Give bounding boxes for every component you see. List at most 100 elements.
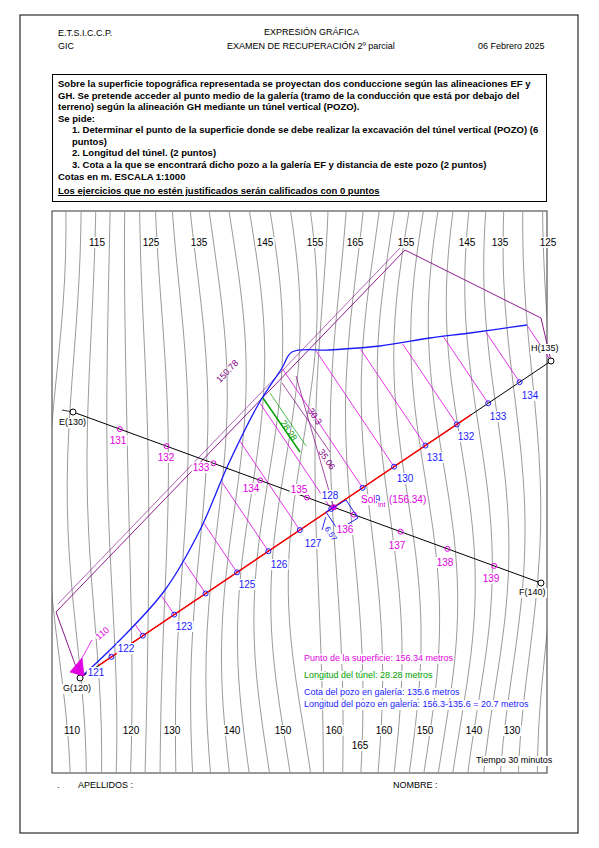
- contour-elevation: 140: [223, 725, 242, 736]
- graduation-tick: [486, 401, 491, 406]
- contour-elevation: 160: [375, 725, 394, 736]
- contour-elevation: 135: [190, 237, 209, 248]
- graduation-tick: [140, 633, 145, 638]
- graduation-label: 128: [321, 490, 340, 501]
- graduation-label: 122: [117, 643, 136, 654]
- graduation-label: 132: [457, 431, 476, 442]
- graduation-tick: [454, 422, 459, 427]
- graduation-tick: [235, 570, 240, 575]
- dimension-label: 150.78: [214, 358, 242, 386]
- note-text: APELLIDOS :: [77, 781, 134, 791]
- profile-ordinate: [162, 596, 174, 614]
- graduation-tick: [211, 461, 216, 466]
- dimension-label: Sol: [360, 494, 376, 505]
- dimension-line: [270, 393, 306, 446]
- point-marker: [538, 580, 544, 586]
- graduation-tick: [517, 380, 522, 385]
- graduation-tick: [117, 427, 122, 432]
- alignment-GH: [80, 361, 551, 678]
- note-text: Tiempo 30 minutos: [475, 756, 553, 766]
- contour-elevation: 165: [351, 740, 370, 751]
- statement-text: Se pide:: [58, 113, 541, 125]
- contour-elevation: 145: [458, 237, 477, 248]
- tunnel-line: [263, 398, 300, 452]
- graduation-tick: [492, 563, 497, 568]
- statement-text: 3. Cota a la que se encontrará dicho poz…: [58, 159, 541, 171]
- graduation-tick: [203, 591, 208, 596]
- contour-line: [237, 212, 264, 772]
- header-text: EXAMEN DE RECUPERACIÓN 2º parcial: [226, 42, 396, 52]
- note-text: Longitud del pozo en galería: 156.3-135.…: [303, 700, 529, 710]
- header-text: E.T.S.I.C.C.P.: [57, 29, 113, 39]
- profile-outline: [56, 250, 551, 678]
- note-text: .: [56, 781, 61, 791]
- contour-elevation: 150: [416, 725, 435, 736]
- contour-line: [190, 212, 208, 772]
- point-marker: [77, 675, 83, 681]
- point-name: E(130): [58, 418, 87, 428]
- note-text: Punto de la superficie: 156.34 metros: [303, 654, 454, 664]
- alignment-EF: [73, 412, 541, 583]
- graduation-label: 139: [482, 573, 501, 584]
- graduation-label: 126: [270, 559, 289, 570]
- statement-text: 2. Longitud del túnel. (2 puntos): [58, 147, 541, 159]
- contour-elevation: 130: [503, 725, 522, 736]
- graduation-tick: [360, 485, 365, 490]
- contour-line: [518, 212, 541, 772]
- header-text: 06 Febrero 2025: [477, 42, 546, 52]
- contour-elevation: 145: [256, 237, 275, 248]
- profile-ordinate: [184, 562, 205, 594]
- dimension-label: 30.3: [304, 406, 323, 428]
- graduation-label: 134: [521, 390, 540, 401]
- terrain-profile: [80, 325, 527, 678]
- statement-text: Cotas en m. ESCALA 1:1000: [58, 171, 541, 183]
- contour-elevation: 155: [306, 237, 325, 248]
- dimension-label: int: [377, 501, 386, 509]
- graduation-label: 134: [242, 483, 261, 494]
- graduation-tick: [172, 612, 177, 617]
- graduation-label: 132: [157, 452, 176, 463]
- contour-elevation: 140: [465, 725, 484, 736]
- graduation-tick: [109, 654, 114, 659]
- graduation-label: 137: [388, 540, 407, 551]
- contour-line: [107, 212, 117, 772]
- dimension-label: 28.28: [277, 418, 299, 444]
- dimension-label: 35.06: [315, 447, 337, 473]
- contour-line: [172, 212, 188, 772]
- graduation-label: 125: [238, 579, 257, 590]
- contour-line: [124, 212, 132, 772]
- profile-ordinate: [222, 482, 268, 551]
- profile-ordinate: [204, 523, 237, 572]
- contour-elevation: 150: [274, 725, 293, 736]
- point-marker: [70, 409, 76, 415]
- graduation-label: 127: [304, 538, 323, 549]
- graduation-label: 133: [192, 462, 211, 473]
- gallery-segment: [99, 415, 471, 665]
- angle-mark: [82, 640, 92, 658]
- point-name: H(135): [530, 344, 560, 354]
- contour-line: [140, 212, 149, 772]
- contour-line: [537, 212, 547, 772]
- contour-elevation: 125: [142, 237, 161, 248]
- graduation-label: 121: [87, 667, 106, 678]
- graduation-tick: [423, 443, 428, 448]
- graduation-tick: [266, 549, 271, 554]
- header-text: GIC: [57, 42, 75, 52]
- graduation-label: 131: [426, 452, 445, 463]
- graduation-tick: [297, 528, 302, 533]
- profile-ordinate: [486, 332, 520, 382]
- graduation-tick: [445, 546, 450, 551]
- profile-ordinate: [444, 337, 489, 403]
- angle-mark: [70, 658, 84, 676]
- contour-elevation: 165: [346, 237, 365, 248]
- point-name: G(120): [62, 684, 92, 694]
- page-border: [20, 15, 578, 833]
- contour-line: [155, 212, 168, 772]
- contour-elevation: 115: [88, 237, 106, 248]
- note-text: Longitud del túnel: 28.28 metros: [303, 671, 434, 681]
- graduation-label: 131: [109, 435, 128, 446]
- note-text: Cota del pozo en galería: 135.6 metros: [303, 688, 461, 698]
- contour-elevation: 110: [63, 725, 81, 736]
- graduation-label: 138: [436, 557, 455, 568]
- dimension-label: (156.34): [388, 494, 427, 505]
